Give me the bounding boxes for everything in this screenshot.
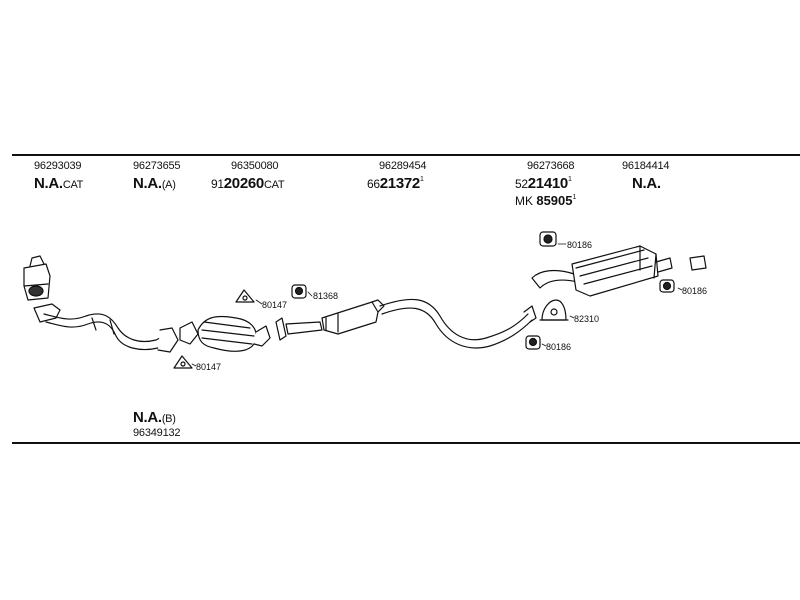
- callout-80147-lower: 80147: [196, 362, 221, 372]
- part-designation: N.A.(B): [133, 409, 176, 426]
- middle-silencer: [275, 299, 385, 341]
- part-designation: 66213721: [367, 175, 424, 192]
- part-column-3: 96350080 9120260CAT: [211, 160, 285, 192]
- callout-80186-bottom: 80186: [546, 342, 571, 352]
- intermediate-pipe: [379, 298, 537, 349]
- part-column-4: 96289454 66213721: [367, 160, 427, 192]
- callout-80147-upper: 80147: [262, 300, 287, 310]
- callout-82310: 82310: [574, 314, 599, 324]
- rubber-mount-81368: [291, 284, 307, 299]
- clamp-82310: [539, 299, 569, 321]
- top-rule: [12, 154, 800, 156]
- part-number: 96293039: [34, 160, 82, 172]
- part-column-2: 96273655 N.A.(A): [133, 160, 181, 192]
- tail-pipe-tip: [689, 255, 707, 271]
- manifold-flange: [23, 255, 51, 301]
- rear-silencer: [531, 245, 673, 297]
- part-column-5: 96273668 52214101 MK 859051: [515, 160, 577, 208]
- part-number: 96289454: [379, 160, 427, 172]
- rubber-mount-80186-top: [539, 231, 557, 247]
- part-number: 96273668: [527, 160, 575, 172]
- part-designation: 52214101: [515, 175, 572, 192]
- catalytic-converter: [179, 315, 271, 352]
- part-number: 96273655: [133, 160, 181, 172]
- gasket-80147-lower: [173, 355, 193, 369]
- part-column-6: 96184414 N.A.: [622, 160, 670, 192]
- callout-80186-top: 80186: [567, 240, 592, 250]
- rubber-mount-80186-bottom: [525, 335, 541, 350]
- part-designation: N.A.(A): [133, 175, 176, 192]
- gasket-80147-upper: [235, 289, 255, 303]
- bottom-part: N.A.(B) 96349132: [133, 409, 181, 439]
- front-pipe: [33, 303, 179, 353]
- part-designation: N.A.: [632, 175, 661, 192]
- callout-81368: 81368: [313, 291, 338, 301]
- callout-80186-right: 80186: [682, 286, 707, 296]
- rubber-mount-80186-right: [659, 279, 675, 293]
- part-number: 96350080: [231, 160, 279, 172]
- bottom-rule: [12, 442, 800, 444]
- part-number: 96349132: [133, 427, 181, 439]
- part-number: 96184414: [622, 160, 670, 172]
- part-designation: 9120260CAT: [211, 175, 285, 192]
- part-alt-designation: MK 859051: [515, 193, 577, 208]
- part-designation: N.A.CAT: [34, 175, 84, 192]
- part-column-1: 96293039 N.A.CAT: [34, 160, 84, 192]
